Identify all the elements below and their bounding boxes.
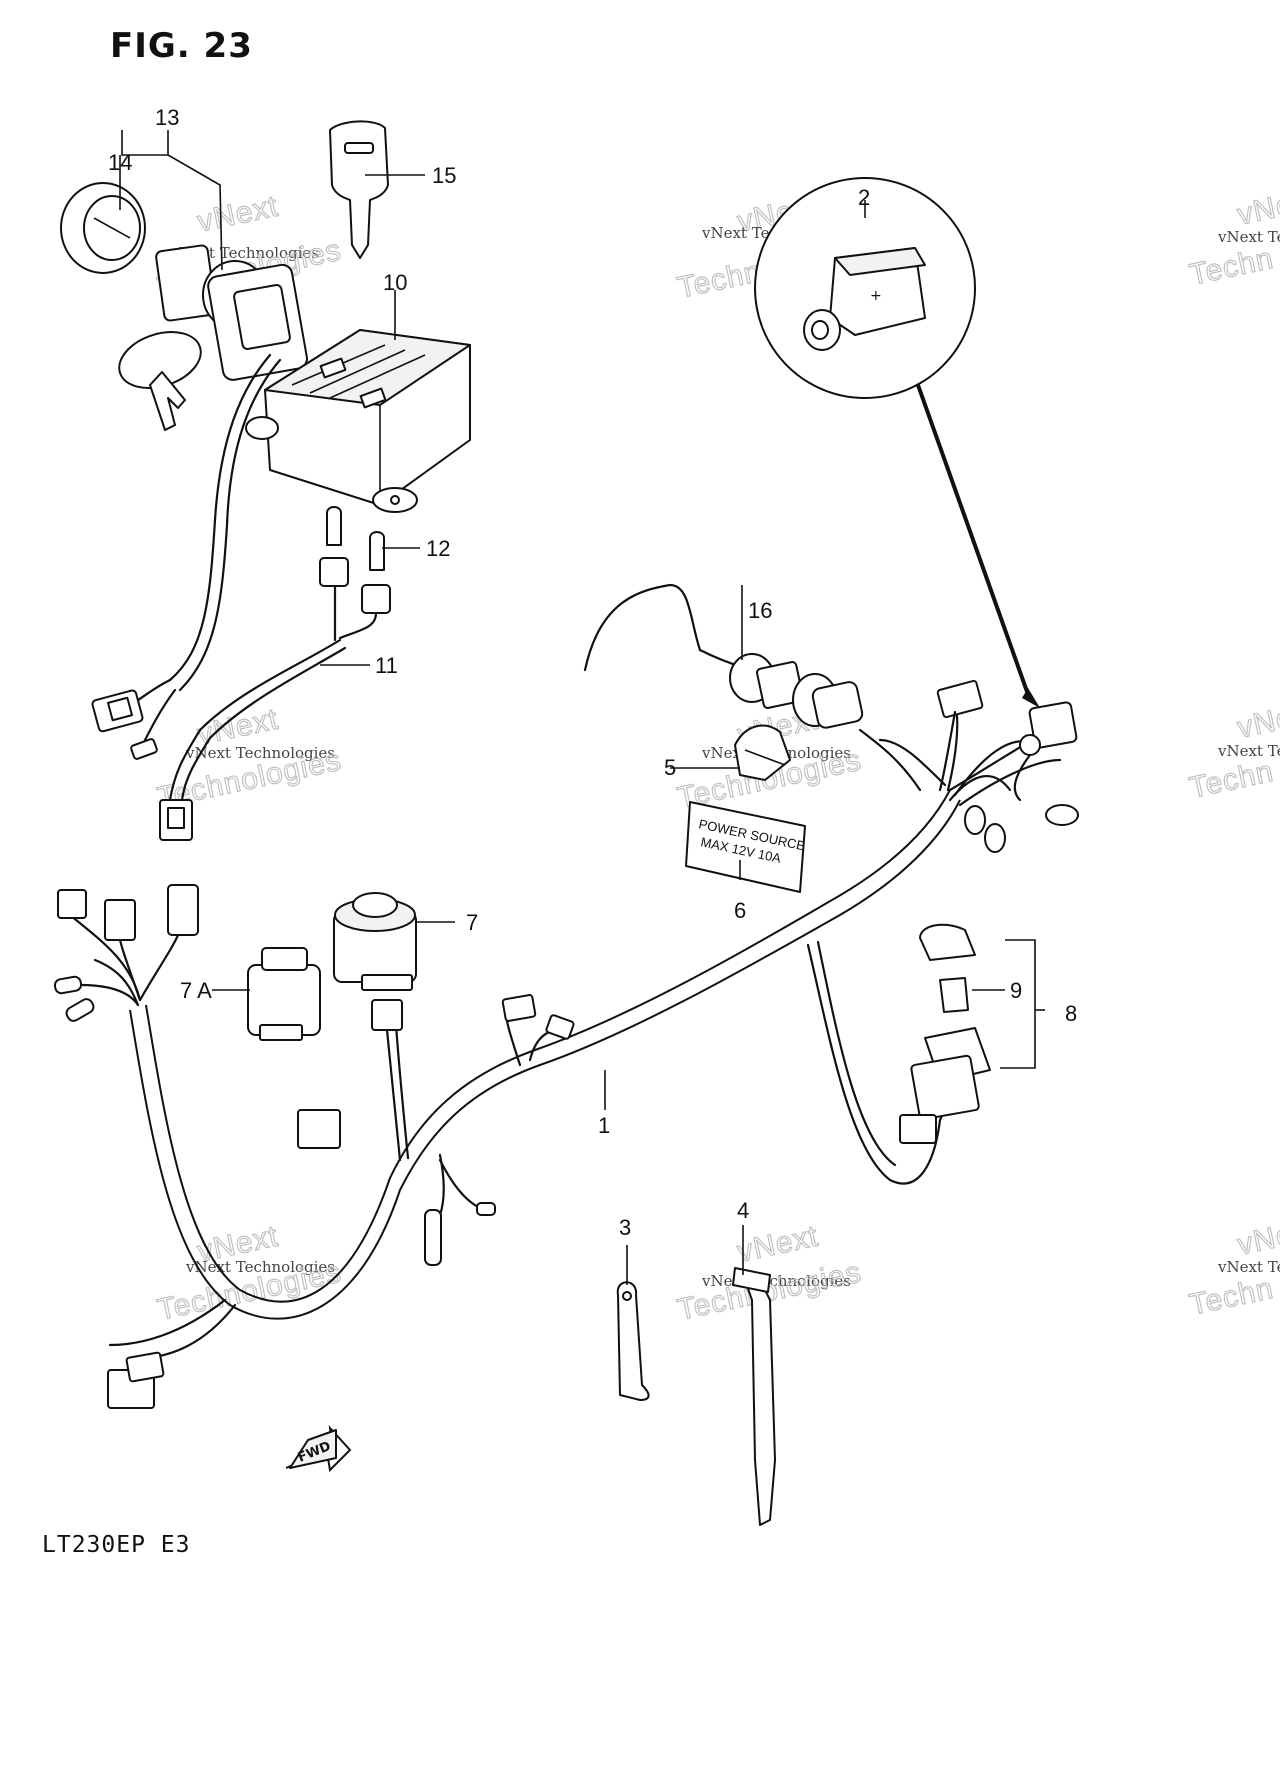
bulb-socket-harness [159,557,391,841]
callout-8: 8 [1065,1001,1077,1026]
callout-15: 15 [432,163,456,188]
watermark-edge-word: Techn [1187,1272,1277,1322]
starter-relay [333,892,417,991]
callout-leaders [119,130,1005,1285]
callout-1: 1 [598,1113,610,1138]
turn-signal-relay [247,947,321,1041]
watermark-edge-company: vNext Technologies [1217,1258,1280,1276]
watermark-company: vNext Technologies [185,744,335,762]
model-code: LT230EP E3 [42,1532,191,1558]
watermark-edge-brand: vNext [1235,183,1280,232]
callout-7: 7 [466,910,478,935]
callout-14: 14 [108,150,132,175]
cdi-unit [245,329,471,513]
watermark-brand: vNext [735,1220,822,1269]
watermark-edge-word: Techn [1187,755,1277,805]
callout-4: 4 [737,1198,749,1223]
ignition-wire [91,353,282,760]
accessory-socket-assembly: POWER SOURCE MAX 12V 10A [583,583,922,893]
watermark-edge-company: vNext Technologies [1217,742,1280,760]
watermark-edge-company: vNext Technologies [1217,228,1280,246]
fuse-box-assembly [910,923,1045,1121]
callout-2: 2 [858,185,870,210]
meter-bulbs [326,506,385,571]
plus-icon: + [870,288,882,304]
callout-11: 11 [375,653,398,678]
harness-connectors [53,884,937,1409]
watermark-brand: vNext [195,190,282,239]
callout-7a: 7 A [180,978,212,1003]
callout-13: 13 [155,105,179,130]
right-connectors [936,679,1079,853]
watermark-edge-brand: vNext [1235,696,1280,745]
callout-12: 12 [426,536,450,561]
callout-9: 9 [1010,978,1022,1003]
callout-16: 16 [748,598,772,623]
callout-6: 6 [734,898,746,923]
callout-10: 10 [383,270,407,295]
ignition-key [329,120,389,259]
watermark-edge-brand: vNext [1235,1213,1280,1262]
ignition-switch-assembly [60,182,308,431]
forward-arrow: FWD [285,1425,352,1473]
figure-title: FIG. 23 [110,26,253,66]
callout-numbers: 13 14 15 10 12 11 2 16 5 6 7 7 A 9 8 1 3… [108,105,1077,1240]
callout-3: 3 [619,1215,631,1240]
wire-clamp [616,1281,650,1401]
callout-5: 5 [664,755,676,780]
watermark-edge-word: Techn [1187,242,1277,292]
connector-detail-circle: + [754,177,1040,708]
